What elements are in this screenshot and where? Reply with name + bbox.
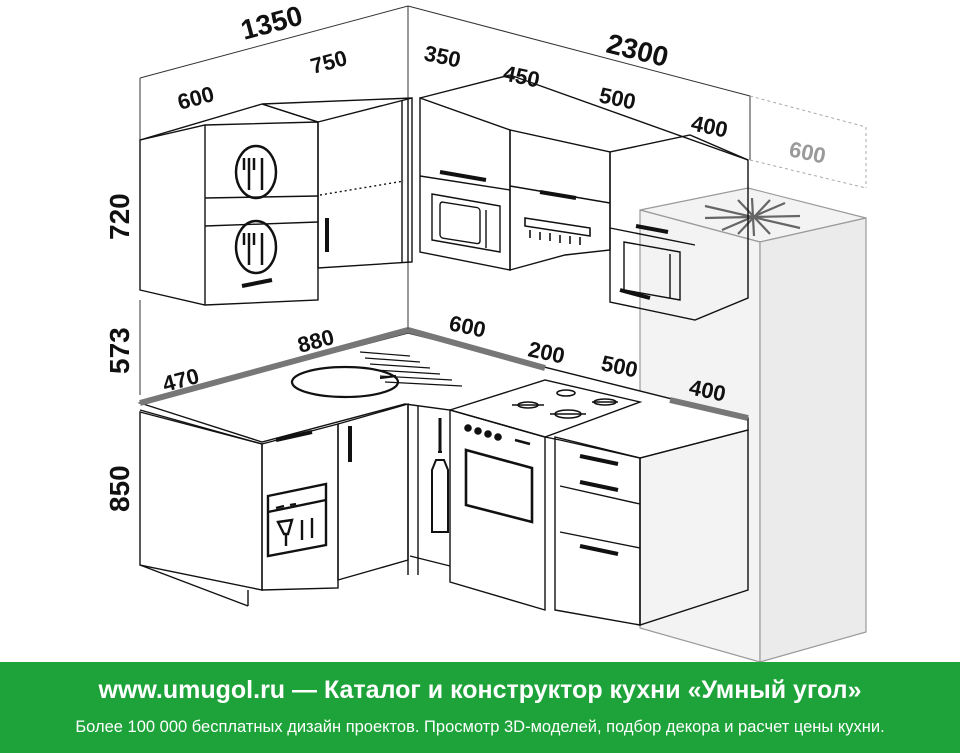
dim-upper-600: 600: [175, 81, 217, 115]
stove: [409, 379, 643, 611]
bottle-icon: [431, 418, 449, 533]
upper-cabinet-500: [609, 134, 749, 321]
upper-cabinet-600: [139, 103, 319, 306]
dim-upper-height-720: 720: [104, 193, 135, 240]
range-hood-icon: [524, 217, 591, 245]
footer-subtitle: Более 100 000 бесплатных дизайн проектов…: [75, 718, 885, 736]
dim-top-500: 500: [599, 350, 640, 382]
microwave-icon: [623, 241, 681, 301]
dim-upper-750: 750: [308, 45, 350, 79]
upper-top-edge: [419, 74, 511, 99]
dim-right-wall-width: 2300: [604, 28, 672, 73]
dim-fridge-upper-600: 600: [787, 136, 828, 168]
dim-upper-450: 450: [501, 60, 542, 92]
footer-title[interactable]: www.umugol.ru — Каталог и конструктор ку…: [98, 676, 862, 704]
dishwasher-icon: [266, 482, 328, 558]
base-cabinet-right: [554, 429, 749, 626]
sink-grooves: [359, 351, 463, 387]
kitchen-corner-diagram: 1350 2300 600 750 350 450 500 400 600 72…: [104, 0, 867, 662]
plate-cutlery-icon: [234, 144, 278, 200]
dim-upper-350: 350: [422, 40, 463, 72]
fridge-ghost: [749, 95, 867, 189]
upper-corner-cabinet-750: [261, 97, 413, 269]
footer-banner: www.umugol.ru — Каталог и конструктор ку…: [0, 662, 960, 753]
dim-gap-height-573: 573: [104, 327, 135, 374]
plate-cutlery-icon: [234, 219, 278, 275]
snowflake-icon: [704, 197, 801, 237]
dim-top-600: 600: [447, 310, 488, 342]
upper-top-edge: [509, 74, 749, 161]
hob-icon: [512, 389, 618, 419]
upper-cabinet-450: [509, 129, 611, 271]
base-cabinet-left: [139, 411, 339, 607]
oven-icon: [464, 424, 534, 524]
dim-left-wall-width: 1350: [238, 0, 306, 46]
microwave-icon: [431, 193, 501, 253]
dim-upper-500: 500: [597, 82, 638, 114]
dim-base-height-850: 850: [104, 465, 135, 512]
handle: [241, 278, 273, 288]
countertop: [137, 327, 749, 459]
base-corner-cabinet: [337, 403, 419, 581]
upper-cabinet-350: [419, 97, 511, 271]
